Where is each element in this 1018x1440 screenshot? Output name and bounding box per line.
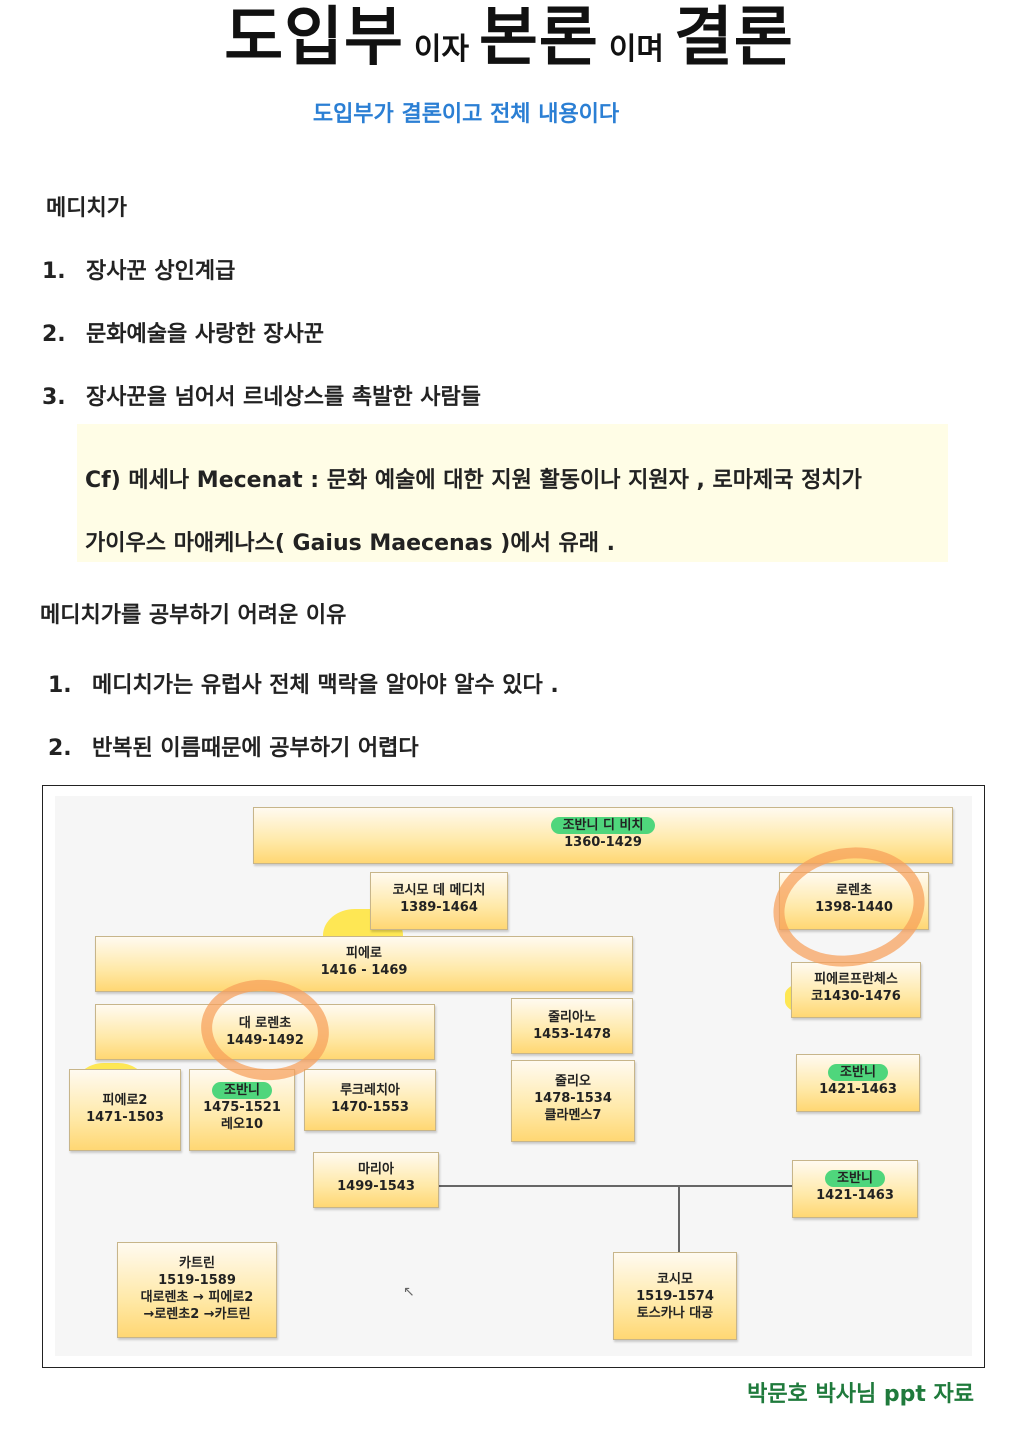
node-giovanni-di-bicci: 조반니 디 비치 1360-1429	[253, 807, 953, 864]
node-years: 1471-1503	[86, 1110, 164, 1125]
node-name: 조반니	[825, 1170, 885, 1187]
node-years: 1449-1492	[226, 1033, 304, 1048]
section2-item-1: 1. 메디치가는 유럽사 전체 맥락을 알아야 알수 있다 .	[48, 667, 559, 699]
node-lineage-1: 대로렌초 → 피에로2	[140, 1290, 254, 1305]
node-lucrezia: 루크레치아 1470-1553	[304, 1069, 436, 1131]
title-part-intro: 도입부	[224, 1, 404, 75]
title-connector-1: 이자	[413, 32, 470, 67]
node-years: 1389-1464	[400, 900, 478, 915]
node-lorenzo-il-magnifico: 대 로렌초 1449-1492	[95, 1004, 435, 1060]
note-line-1: Cf) 메세나 Mecenat : 문화 예술에 대한 지원 활동이나 지원자 …	[85, 468, 862, 493]
node-years: 1478-1534	[534, 1091, 612, 1106]
node-giovanni-1421-b: 조반니 1421-1463	[792, 1160, 918, 1218]
node-note: 토스카나 대공	[636, 1306, 714, 1321]
item-text: 장사꾼을 넘어서 르네상스를 촉발한 사람들	[86, 385, 481, 410]
item-text: 반복된 이름때문에 공부하기 어렵다	[92, 736, 419, 761]
family-tree-canvas: 조반니 디 비치 1360-1429 코시모 데 메디치 1389-1464 로…	[55, 796, 972, 1356]
node-lineage-2: →로렌초2 →카트린	[143, 1307, 251, 1322]
node-years: 1421-1463	[819, 1082, 897, 1097]
node-lorenzo: 로렌초 1398-1440	[779, 872, 929, 930]
node-piero2: 피에로2 1471-1503	[69, 1069, 181, 1151]
title-part-conclusion: 결론	[674, 1, 794, 75]
node-name: 줄리오	[555, 1074, 591, 1089]
node-name: 피에르프란체스	[814, 972, 898, 987]
node-years: 1475-1521	[203, 1100, 281, 1115]
node-name: 조반니	[828, 1064, 888, 1081]
node-years: 1519-1589	[158, 1273, 236, 1288]
node-years: 1453-1478	[533, 1027, 611, 1042]
item-number: 2.	[48, 736, 72, 761]
item-number: 3.	[42, 385, 66, 410]
node-years: 1421-1463	[816, 1188, 894, 1203]
title-connector-2: 이며	[608, 32, 665, 67]
node-cosimo-de-medici: 코시모 데 메디치 1389-1464	[370, 872, 508, 930]
node-name: 피에로	[346, 946, 382, 961]
node-years: 1360-1429	[564, 835, 642, 850]
node-name: 코시모	[657, 1272, 693, 1287]
item-text: 문화예술을 사랑한 장사꾼	[86, 322, 324, 347]
node-note: 클라멘스7	[544, 1108, 602, 1123]
node-giovanni-1421: 조반니 1421-1463	[796, 1054, 920, 1112]
node-pierfrancesco: 피에르프란체스 코1430-1476	[791, 962, 921, 1018]
node-name: 루크레치아	[340, 1083, 400, 1098]
source-credit: 박문호 박사님 ppt 자료	[747, 1382, 974, 1407]
connector-line	[439, 1185, 793, 1187]
node-name: 조반니 디 비치	[550, 817, 656, 834]
item-text: 장사꾼 상인계급	[86, 259, 236, 284]
node-giuliano: 줄리아노 1453-1478	[511, 998, 633, 1054]
node-name: 조반니	[212, 1082, 272, 1099]
node-name: 대 로렌초	[238, 1016, 292, 1031]
section1-item-1: 1. 장사꾼 상인계급	[42, 253, 235, 285]
subtitle: 도입부가 결론이고 전체 내용이다	[312, 102, 620, 127]
node-years: 1470-1553	[331, 1100, 409, 1115]
node-years: 코1430-1476	[811, 989, 901, 1004]
node-cosimo-i: 코시모 1519-1574 토스카나 대공	[613, 1252, 737, 1340]
node-note: 레오10	[220, 1117, 263, 1132]
node-years: 1398-1440	[815, 900, 893, 915]
section1-item-3: 3. 장사꾼을 넘어서 르네상스를 촉발한 사람들	[42, 379, 481, 411]
node-name: 마리아	[358, 1162, 394, 1177]
connector-line	[678, 1185, 680, 1261]
node-name: 코시모 데 메디치	[392, 883, 486, 898]
node-giovanni-leo10: 조반니 1475-1521 레오10	[189, 1069, 295, 1151]
note-line-2: 가이우스 마애케나스( Gaius Maecenas )에서 유래 .	[85, 531, 615, 556]
node-name: 로렌초	[836, 883, 872, 898]
node-name: 줄리아노	[548, 1010, 596, 1025]
node-giulio: 줄리오 1478-1534 클라멘스7	[511, 1060, 635, 1142]
section2-heading: 메디치가를 공부하기 어려운 이유	[40, 603, 347, 628]
node-catherine: 카트린 1519-1589 대로렌초 → 피에로2 →로렌초2 →카트린	[117, 1242, 277, 1338]
node-name: 카트린	[179, 1256, 215, 1271]
node-piero: 피에로 1416 - 1469	[95, 936, 633, 992]
section1-heading: 메디치가	[46, 196, 127, 221]
section1-item-2: 2. 문화예술을 사랑한 장사꾼	[42, 316, 324, 348]
node-years: 1499-1543	[337, 1179, 415, 1194]
node-years: 1416 - 1469	[320, 963, 408, 978]
node-name: 피에로2	[102, 1093, 148, 1108]
title-part-body: 본론	[479, 1, 599, 75]
item-number: 1.	[48, 673, 72, 698]
medici-family-tree: 조반니 디 비치 1360-1429 코시모 데 메디치 1389-1464 로…	[42, 785, 985, 1368]
section2-item-2: 2. 반복된 이름때문에 공부하기 어렵다	[48, 730, 419, 762]
item-text: 메디치가는 유럽사 전체 맥락을 알아야 알수 있다 .	[92, 673, 559, 698]
mecenat-note-box: Cf) 메세나 Mecenat : 문화 예술에 대한 지원 활동이나 지원자 …	[77, 424, 948, 562]
item-number: 2.	[42, 322, 66, 347]
node-years: 1519-1574	[636, 1289, 714, 1304]
node-maria: 마리아 1499-1543	[313, 1152, 439, 1208]
mouse-cursor-icon: ↖	[403, 1284, 415, 1300]
item-number: 1.	[42, 259, 66, 284]
